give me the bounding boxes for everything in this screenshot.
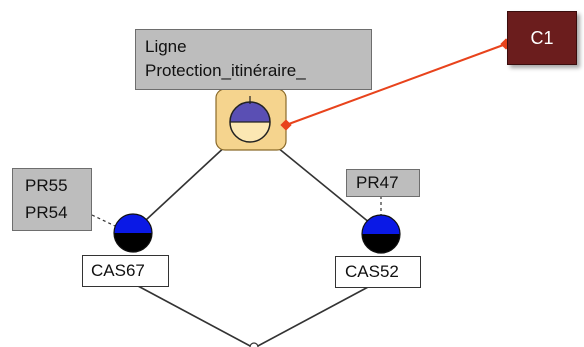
left-tag-line2: PR54 xyxy=(25,203,68,222)
edge-right-bottom xyxy=(255,285,371,347)
left-signal-icon[interactable] xyxy=(113,213,153,253)
callout-c1[interactable]: C1 xyxy=(507,11,577,65)
main-node-line2: Protection_itinéraire_ xyxy=(145,61,306,80)
right-cas-box[interactable]: CAS52 xyxy=(335,256,421,288)
edge-main-left xyxy=(132,142,230,233)
edge-left-bottom xyxy=(137,285,253,347)
callout-connector xyxy=(285,43,507,126)
main-node-line1: Ligne xyxy=(145,37,187,56)
left-tag-line1: PR55 xyxy=(25,176,68,195)
main-node-label[interactable]: Ligne Protection_itinéraire_ xyxy=(135,29,372,90)
right-signal-bottom xyxy=(362,234,400,253)
gauge-bottom-half xyxy=(230,122,270,142)
left-cas-box[interactable]: CAS67 xyxy=(82,255,169,287)
left-signal-tag[interactable]: PR55 PR54 xyxy=(12,168,92,231)
edge-main-right xyxy=(271,142,382,233)
gauge-top-half xyxy=(230,102,270,122)
left-signal-bottom xyxy=(114,233,152,252)
right-signal-top xyxy=(362,215,400,234)
junction-marker xyxy=(249,342,259,347)
left-tag-leader xyxy=(91,214,116,227)
left-signal-top xyxy=(114,214,152,233)
right-signal-icon[interactable] xyxy=(361,214,401,254)
right-signal-tag[interactable]: PR47 xyxy=(346,169,420,197)
